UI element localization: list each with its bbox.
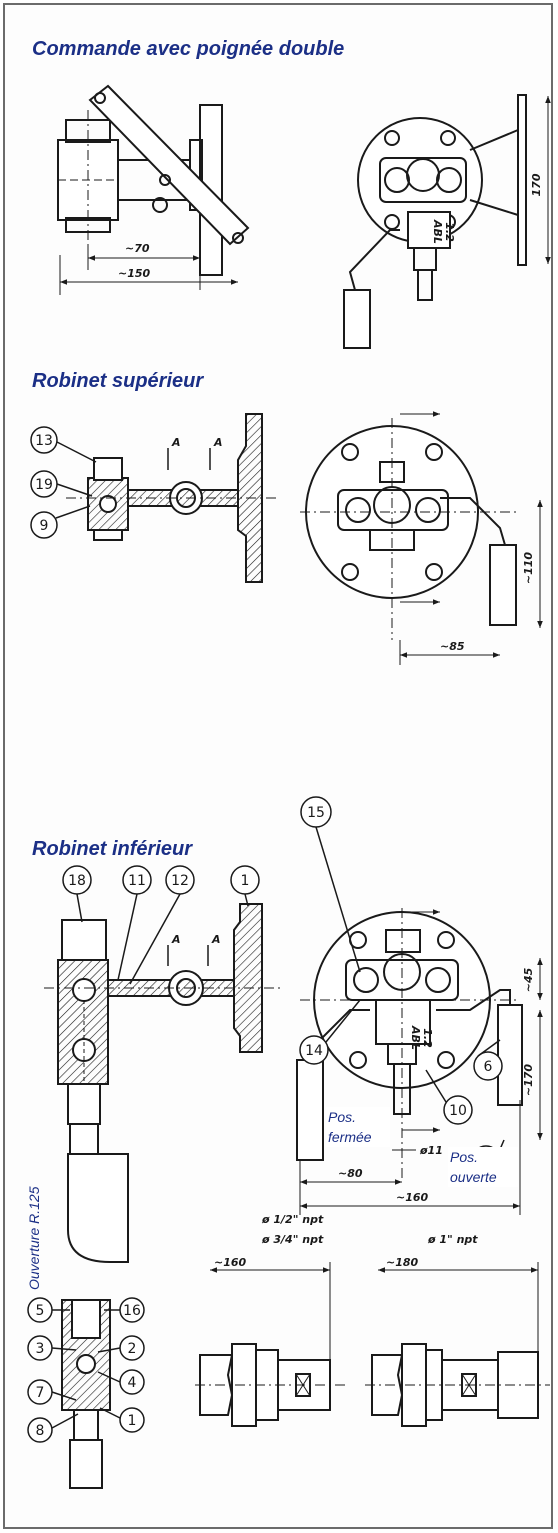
detail-callouts (27, 1297, 145, 1443)
connection-large (365, 1262, 550, 1427)
callout-18: 18 (68, 873, 86, 889)
lower-callouts-left (62, 865, 260, 985)
callout-7: 7 (36, 1385, 45, 1401)
dim-180: ~180 (386, 1256, 419, 1269)
lower-valve-front-view (296, 908, 543, 1215)
section-title-upper-valve: Robinet supérieur (32, 370, 204, 392)
callout-14: 14 (305, 1043, 323, 1059)
plate-text-3: ABL (409, 1025, 422, 1050)
plate-text-4: 1.2 (421, 1028, 434, 1048)
callout-13: 13 (35, 433, 53, 449)
dim-70: ~70 (125, 242, 150, 255)
callout-3: 3 (36, 1341, 45, 1357)
callout-9: 9 (40, 518, 49, 534)
plate-text-1: ABL (431, 219, 444, 244)
double-handle-side-view (57, 84, 250, 295)
dim-170: 170 (530, 173, 543, 196)
section-mark-a-4: A (211, 933, 221, 946)
callout-5: 5 (36, 1303, 45, 1319)
callout-10: 10 (449, 1103, 467, 1119)
conn-spec-three-quarter: ø 3/4" npt (261, 1233, 324, 1246)
callout-12: 12 (171, 873, 189, 889)
section-title-lower-valve: Robinet inférieur (32, 838, 193, 860)
section-title-double-handle: Commande avec poignée double (32, 38, 345, 60)
connection-small (195, 1262, 345, 1427)
dim-110: ~110 (522, 552, 535, 585)
callout-15: 15 (307, 805, 325, 821)
section-mark-a-1: A (171, 436, 181, 449)
dim-150: ~150 (118, 267, 151, 280)
double-handle-front-view (343, 94, 551, 349)
conn-spec-half: ø 1/2" npt (261, 1213, 324, 1226)
note-opening: Ouverture R.125 (26, 1186, 42, 1291)
conn-spec-one-inch: ø 1" npt (427, 1233, 478, 1246)
callout-4: 4 (128, 1375, 137, 1391)
callout-16: 16 (123, 1303, 141, 1319)
section-mark-a-3: A (171, 933, 181, 946)
callout-11: 11 (128, 873, 146, 889)
note-open-position: Pos. ouverte (448, 1147, 518, 1187)
detail-section-view (61, 1299, 111, 1489)
note-closed-position: Pos. fermée (326, 1107, 390, 1147)
callout-8: 8 (36, 1423, 45, 1439)
section-mark-a-2: A (213, 436, 223, 449)
dim-45: ~45 (522, 967, 535, 992)
plate-text-2: 1.2 (443, 222, 456, 242)
callout-1: 1 (241, 873, 250, 889)
callout-2: 2 (128, 1341, 137, 1357)
upper-callouts (30, 426, 97, 539)
callout-1b: 1 (128, 1413, 137, 1429)
dim-160b: ~160 (214, 1256, 247, 1269)
dim-85: ~85 (440, 640, 465, 653)
dim-170b: ~170 (522, 1064, 535, 1097)
callout-19: 19 (35, 477, 53, 493)
upper-valve-section-view (66, 413, 280, 583)
lower-valve-section-view (44, 903, 280, 1263)
callout-6: 6 (484, 1059, 493, 1075)
upper-valve-front-view (300, 411, 543, 665)
dim-11: ø11 (419, 1144, 443, 1157)
dim-80: ~80 (338, 1167, 363, 1180)
dim-160: ~160 (396, 1191, 429, 1204)
